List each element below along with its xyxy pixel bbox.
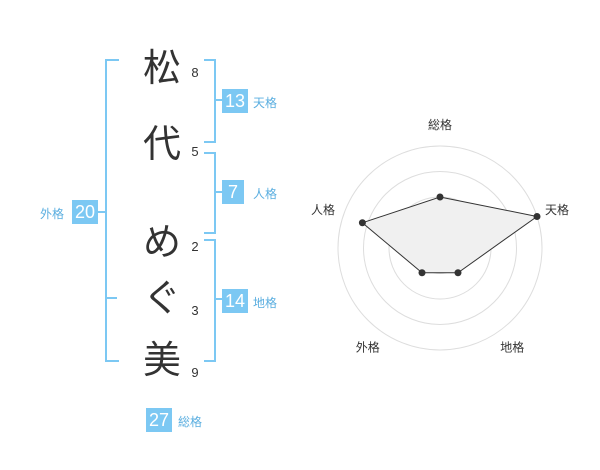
chikaku-connector <box>214 298 222 300</box>
jinkaku-bracket <box>204 152 216 234</box>
radar-point-5 <box>358 219 366 227</box>
tenkaku-bracket <box>204 59 216 143</box>
tenkaku-label: 天格 <box>253 96 278 110</box>
stroke-count-4: 3 <box>191 303 199 318</box>
radar-ring <box>337 145 543 351</box>
name-char-4: ぐ <box>142 276 181 320</box>
radar-point-3 <box>454 269 462 277</box>
jinkaku-connector <box>214 191 222 193</box>
chikaku-badge: 14 <box>222 289 248 313</box>
gaikaku-badge: 20 <box>72 200 98 224</box>
stroke-count-1: 8 <box>191 65 199 80</box>
radar-area <box>361 196 539 274</box>
soukaku-label: 総格 <box>178 415 203 429</box>
gaikaku-label: 外格 <box>40 207 65 221</box>
name-char-1: 松 <box>142 46 181 90</box>
soukaku-badge: 27 <box>146 408 172 432</box>
radar-axis-label-1: 総格 <box>428 117 452 132</box>
radar-axis-label-4: 外格 <box>356 340 380 355</box>
chikaku-bracket <box>204 239 216 362</box>
stroke-count-5: 9 <box>191 365 199 380</box>
radar-axis-label-3: 地格 <box>500 340 524 355</box>
stroke-count-3: 2 <box>191 239 199 254</box>
jinkaku-label: 人格 <box>253 187 278 201</box>
radar-point-4 <box>418 269 426 277</box>
radar-axis-label-5: 人格 <box>311 202 335 217</box>
radar-points <box>358 193 541 277</box>
outer-bracket-left <box>105 59 119 362</box>
jinkaku-badge: 7 <box>222 180 244 204</box>
radar-axis-label-2: 天格 <box>545 202 569 217</box>
chikaku-label: 地格 <box>253 296 278 310</box>
name-char-3: め <box>142 220 181 264</box>
radar-point-2 <box>533 212 541 220</box>
name-char-5: 美 <box>142 338 181 382</box>
radar-ring <box>363 171 517 325</box>
tenkaku-connector <box>214 99 222 101</box>
radar-point-1 <box>436 193 444 201</box>
tenkaku-badge: 13 <box>222 89 248 113</box>
radar-polygon <box>361 196 539 274</box>
gaikaku-connector <box>97 211 105 213</box>
stroke-count-2: 5 <box>191 144 199 159</box>
name-char-2: 代 <box>142 122 181 166</box>
outer-bracket-notch <box>105 297 117 299</box>
